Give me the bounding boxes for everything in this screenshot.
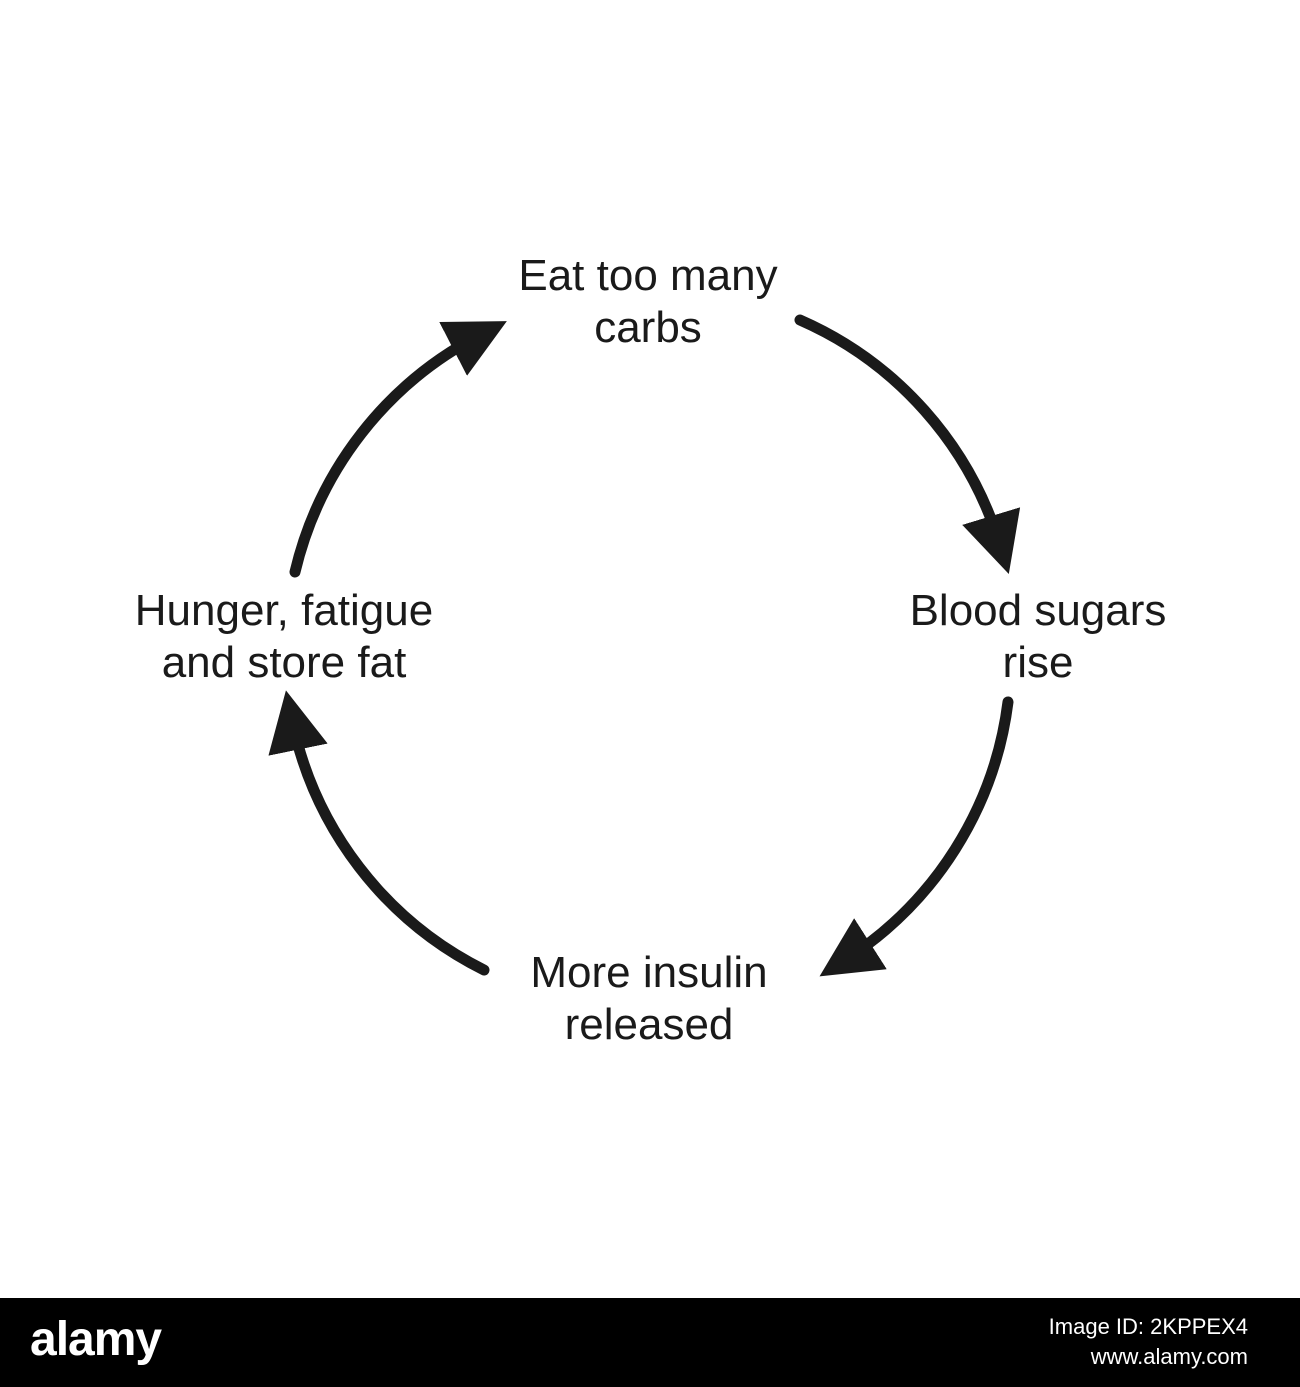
stage-right-line2: rise (1002, 638, 1074, 687)
arrow-right-to-bottom (819, 696, 1014, 977)
cycle-diagram (268, 314, 1021, 977)
diagram-canvas: Eat too many carbs Blood sugars rise Mor… (84, 250, 1238, 1051)
alamy-logo: alamy (30, 1313, 162, 1366)
stage-top-line1: Eat too many (518, 251, 778, 300)
stage-bottom-line2: released (564, 1000, 734, 1049)
footer-url-text: www.alamy.com (1090, 1344, 1248, 1369)
footer-meta: Image ID: 2KPPEX4 www.alamy.com (1049, 1312, 1248, 1372)
arrow-top-to-right (794, 314, 1021, 574)
image-id-text: Image ID: 2KPPEX4 (1048, 1314, 1248, 1339)
stage-left-line1: Hunger, fatigue (134, 586, 434, 635)
watermark-footer: alamy Image ID: 2KPPEX4 www.alamy.com (0, 1298, 1300, 1387)
stage-blood-sugars-rise: Blood sugars rise (838, 585, 1238, 689)
stage-bottom-line1: More insulin (530, 948, 768, 997)
stage-top-line2: carbs (594, 303, 702, 352)
arrow-left-to-top (289, 321, 507, 578)
stage-eat-too-many-carbs: Eat too many carbs (448, 250, 848, 354)
stage-more-insulin-released: More insulin released (449, 947, 849, 1051)
stage-right-line1: Blood sugars (909, 586, 1167, 635)
stage-left-line2: and store fat (161, 638, 407, 687)
stage-hunger-fatigue-store-fat: Hunger, fatigue and store fat (84, 585, 484, 689)
arrow-bottom-to-left (268, 690, 490, 976)
